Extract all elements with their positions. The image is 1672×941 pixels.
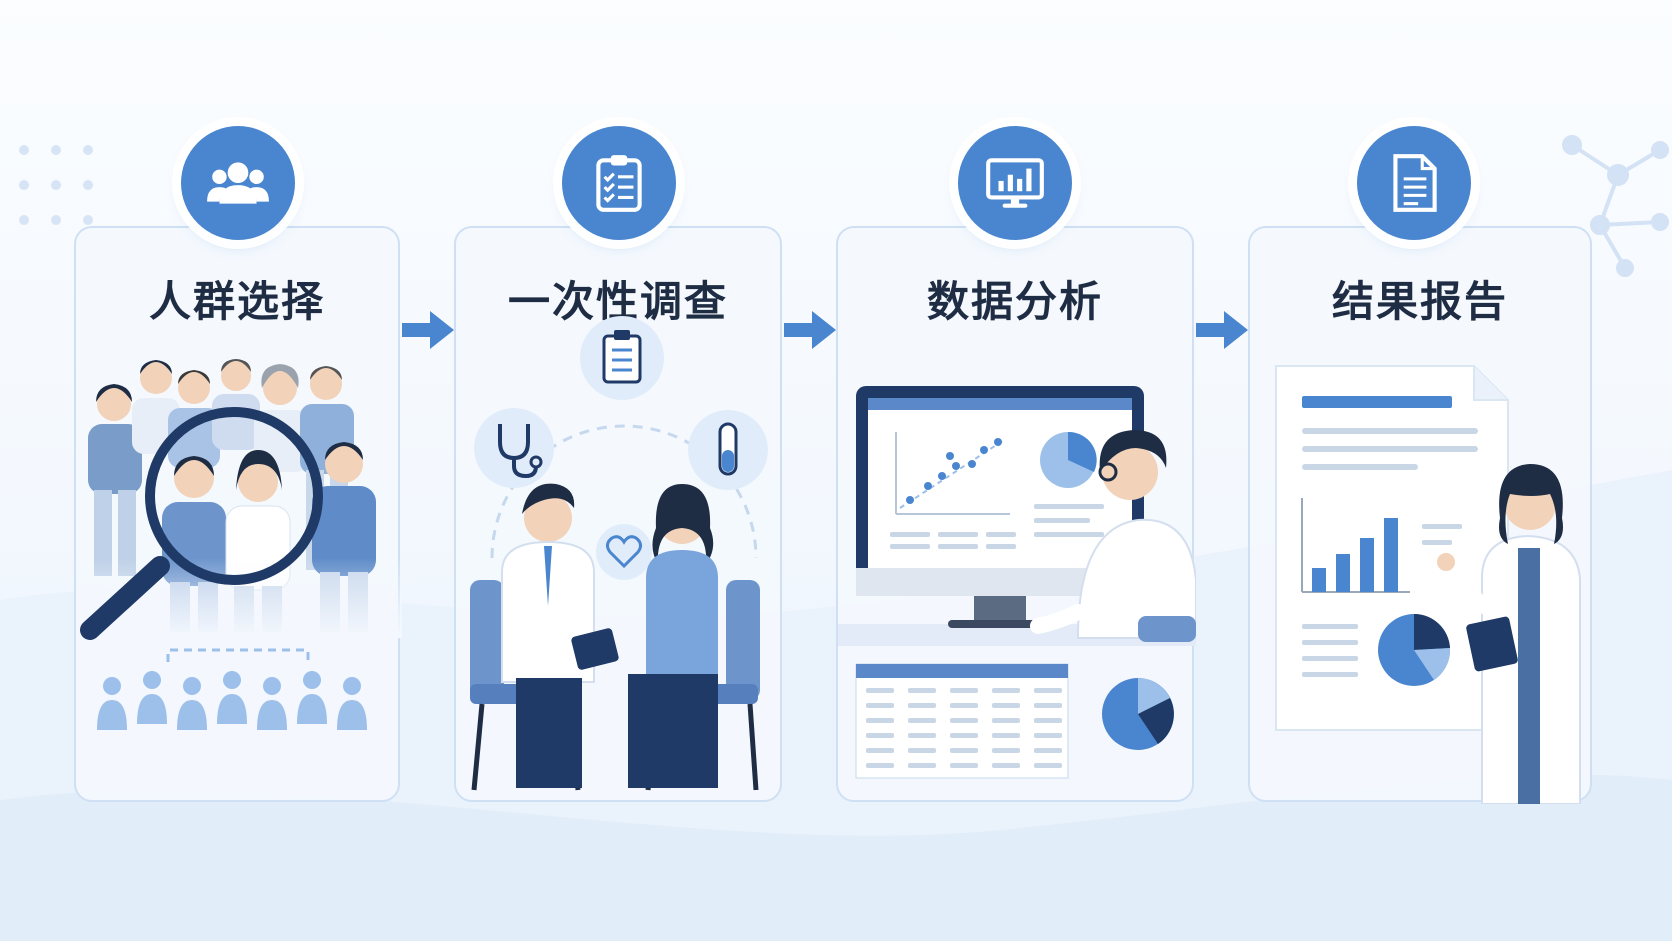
presenter-figure xyxy=(1437,464,1581,804)
users-icon xyxy=(207,162,269,204)
monitor-chart-icon-badge xyxy=(958,126,1072,240)
arrow-right-icon xyxy=(402,311,454,349)
analysis-illustration xyxy=(838,386,1196,779)
document-icon xyxy=(1393,154,1437,212)
magnifier-icon xyxy=(80,407,323,640)
monitor xyxy=(856,386,1144,628)
arrow-right-icon xyxy=(1196,311,1248,349)
test-tube-icon xyxy=(688,410,768,490)
report-sheet xyxy=(1275,365,1509,731)
step-card-data-analysis: 数据分析 xyxy=(836,226,1196,802)
clipboard-icon xyxy=(580,316,664,400)
patient-figure xyxy=(628,484,718,788)
doctor-figure xyxy=(501,483,619,788)
table-cells xyxy=(866,688,1062,768)
heart-pulse-icon xyxy=(596,524,652,580)
monitor-chart-icon xyxy=(986,158,1044,208)
users-icon-badge xyxy=(181,126,295,240)
step-title: 结果报告 xyxy=(1331,277,1508,326)
clipboard-check-icon xyxy=(596,155,642,212)
step-card-survey: 一次性调查 xyxy=(454,226,782,802)
consultation-illustration xyxy=(470,316,768,791)
step-card-result-report: 结果报告 xyxy=(1248,226,1592,804)
sample-people-row xyxy=(97,671,367,730)
selection-bracket xyxy=(166,648,310,662)
pie-chart xyxy=(1102,678,1174,750)
clipboard-check-icon-badge xyxy=(562,126,676,240)
step-card-population-selection: 人群选择 xyxy=(74,226,402,802)
molecule-decoration xyxy=(1562,135,1669,277)
dot-grid-decoration xyxy=(19,145,93,225)
step-title: 数据分析 xyxy=(926,277,1103,326)
crowd-illustration xyxy=(76,359,402,730)
analyst-figure xyxy=(1030,430,1196,642)
step-title: 人群选择 xyxy=(148,277,325,326)
arrow-right-icon xyxy=(784,311,836,349)
stethoscope-icon xyxy=(474,408,554,488)
report-illustration xyxy=(1275,365,1581,804)
document-icon-badge xyxy=(1357,126,1471,240)
